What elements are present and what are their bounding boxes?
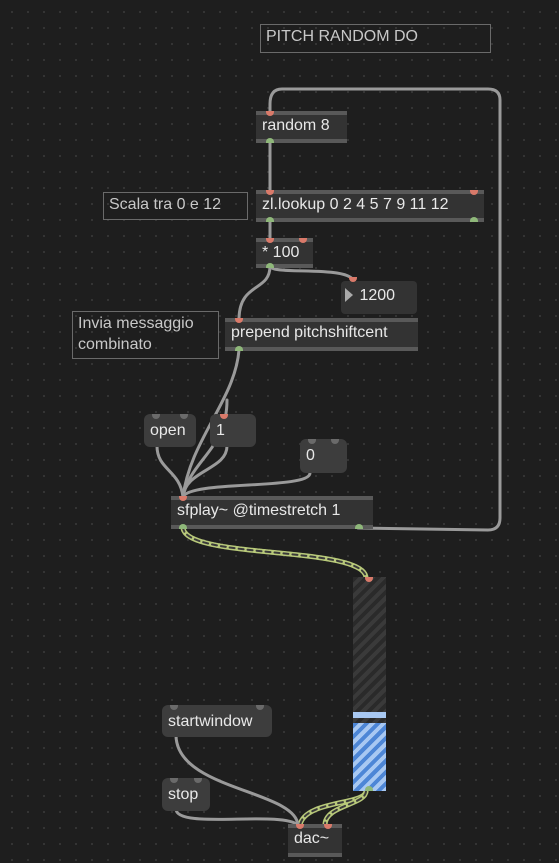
message-label: startwindow: [168, 713, 253, 730]
outlet[interactable]: [235, 346, 243, 351]
stop-message[interactable]: stop: [162, 778, 210, 811]
outlet[interactable]: [266, 263, 274, 268]
title-comment: PITCH RANDOM DO: [260, 24, 491, 53]
inlet[interactable]: [266, 111, 274, 116]
inlet[interactable]: [179, 496, 187, 501]
scale-comment: Scala tra 0 e 12: [103, 192, 248, 220]
inlet[interactable]: [180, 414, 188, 419]
inlet[interactable]: [365, 577, 373, 582]
message-label: open: [150, 422, 186, 439]
number-value: 1200: [359, 287, 396, 304]
object-label: random 8: [262, 117, 330, 134]
object-label: sfplay~ @timestretch 1: [177, 502, 341, 519]
zero-message[interactable]: 0: [300, 439, 347, 473]
object-label: prepend pitchshiftcent: [231, 324, 388, 341]
dac-object[interactable]: dac~: [288, 824, 342, 857]
inlet[interactable]: [299, 238, 307, 243]
random-object[interactable]: random 8: [256, 111, 347, 143]
inlet[interactable]: [235, 318, 243, 323]
inlet[interactable]: [220, 414, 228, 419]
inlet[interactable]: [470, 190, 478, 195]
startwindow-message[interactable]: startwindow: [162, 705, 272, 737]
outlet[interactable]: [266, 138, 274, 143]
message-label: stop: [168, 786, 199, 803]
outlet[interactable]: [470, 217, 478, 222]
inlet[interactable]: [194, 778, 202, 783]
inlet[interactable]: [266, 238, 274, 243]
prepend-object[interactable]: prepend pitchshiftcent: [225, 318, 418, 351]
meter-fill: [353, 723, 386, 791]
inlet[interactable]: [296, 824, 304, 829]
inlet[interactable]: [170, 705, 178, 710]
number-triangle-icon: [345, 288, 353, 302]
inlet[interactable]: [331, 439, 339, 444]
object-label: * 100: [262, 244, 300, 261]
message-label: 0: [306, 447, 315, 464]
outlet[interactable]: [179, 524, 187, 529]
zl-lookup-object[interactable]: zl.lookup 0 2 4 5 7 9 11 12: [256, 190, 484, 222]
sfplay-object[interactable]: sfplay~ @timestretch 1: [171, 496, 373, 529]
inlet[interactable]: [256, 705, 264, 710]
meter-peak: [353, 712, 386, 718]
message-label: 1: [216, 422, 225, 439]
comment-text: Invia messaggio combinato: [78, 315, 194, 353]
inlet[interactable]: [308, 439, 316, 444]
outlet[interactable]: [365, 786, 373, 791]
number-box[interactable]: 1200: [341, 277, 417, 314]
inlet[interactable]: [266, 190, 274, 195]
outlet[interactable]: [355, 524, 363, 529]
one-message[interactable]: 1: [210, 414, 256, 447]
outlet[interactable]: [266, 217, 274, 222]
send-comment: Invia messaggio combinato: [72, 311, 219, 359]
level-meter[interactable]: [353, 577, 386, 791]
object-label: zl.lookup 0 2 4 5 7 9 11 12: [262, 196, 449, 213]
inlet[interactable]: [349, 277, 357, 282]
object-label: dac~: [294, 830, 330, 847]
open-message[interactable]: open: [144, 414, 196, 447]
inlet[interactable]: [152, 414, 160, 419]
multiply-object[interactable]: * 100: [256, 238, 313, 268]
inlet[interactable]: [170, 778, 178, 783]
inlet[interactable]: [324, 824, 332, 829]
